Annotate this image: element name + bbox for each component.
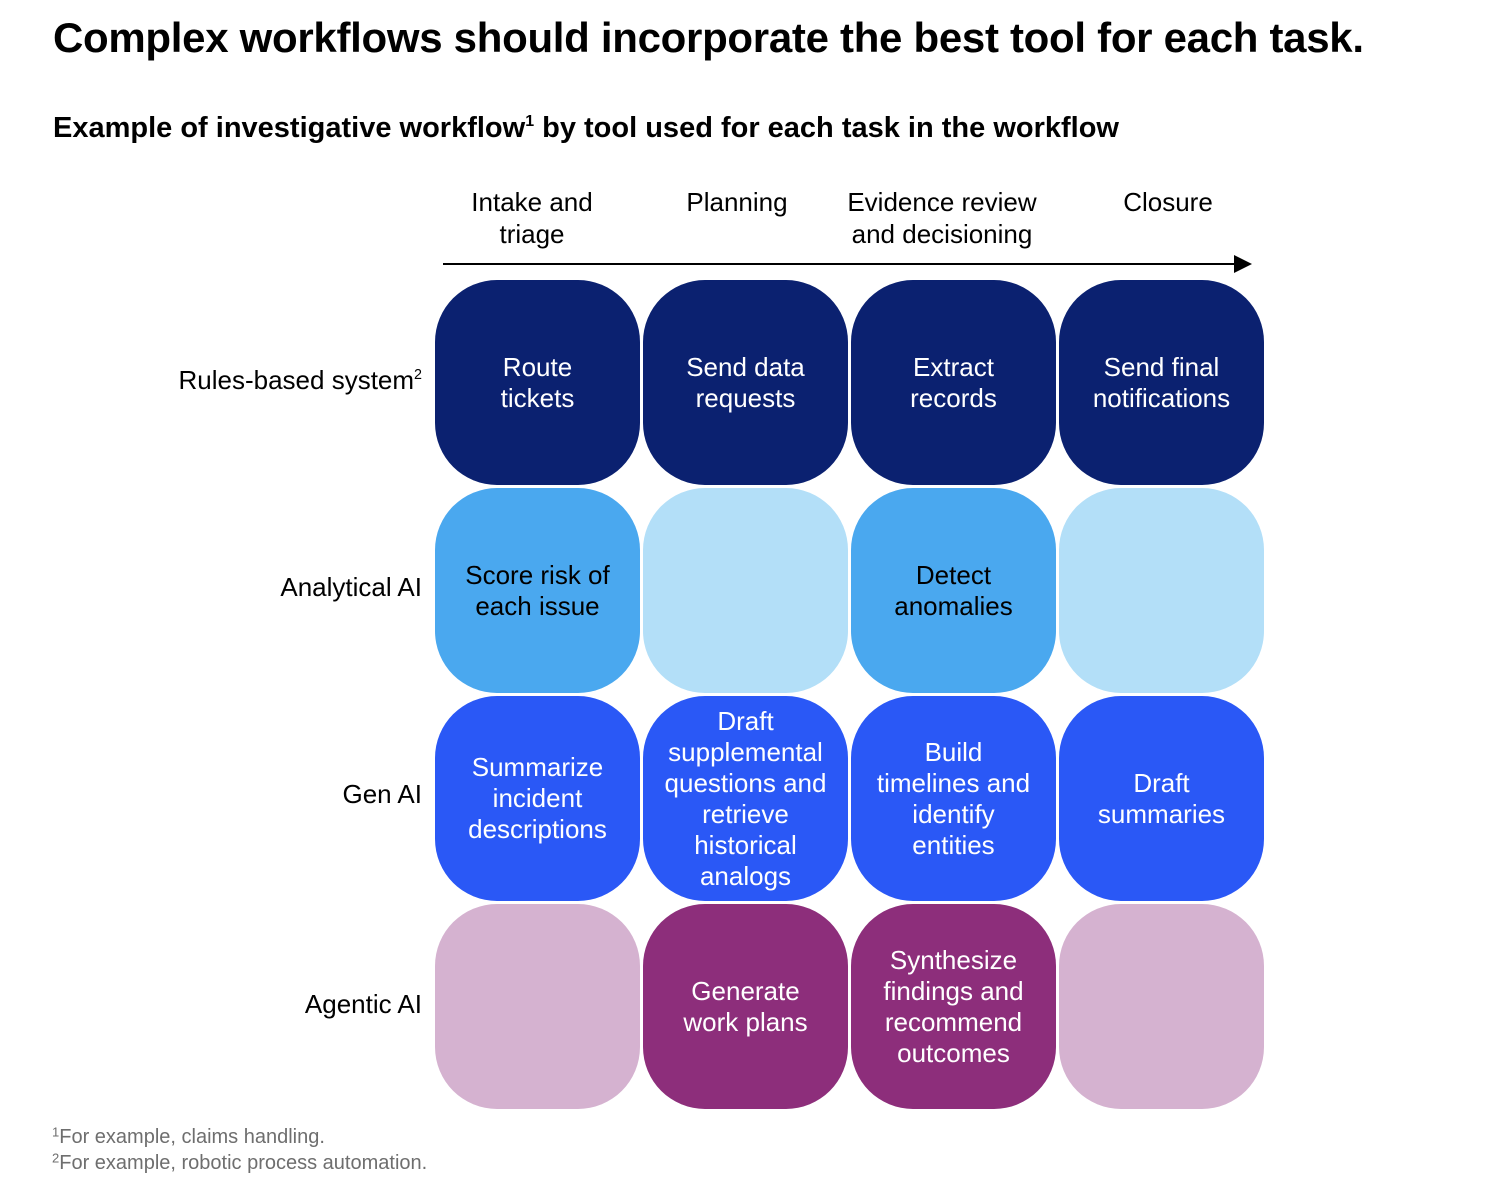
stage-header-evidence-review: Evidence review and decisioning — [847, 187, 1037, 249]
task-label: Generate work plans — [683, 975, 808, 1037]
task-label: Draft summaries — [1097, 767, 1226, 829]
workflow-arrow-line — [443, 263, 1239, 265]
task-cell: Route tickets — [435, 280, 640, 485]
row-label-text: Analytical AI — [280, 572, 422, 602]
row-label-agentic-ai: Agentic AI — [60, 988, 422, 1020]
row-label-footnote-ref: 2 — [414, 367, 422, 383]
row-label-text: Rules-based system — [178, 365, 415, 395]
task-cell: Build timelines and identify entities — [851, 696, 1056, 901]
task-cell: Send data requests — [643, 280, 848, 485]
task-cell: Summarize incident descriptions — [435, 696, 640, 901]
stage-header-closure: Closure — [1123, 187, 1213, 217]
task-label: Synthesize findings and recommend outcom… — [883, 944, 1024, 1068]
task-label: Draft supplemental questions and retriev… — [664, 705, 827, 891]
task-cell: Synthesize findings and recommend outcom… — [851, 904, 1056, 1109]
task-cell: Score risk of each issue — [435, 488, 640, 693]
task-label: Route tickets — [500, 351, 575, 413]
empty-task-cell — [1059, 904, 1264, 1109]
task-cell: Detect anomalies — [851, 488, 1056, 693]
row-label-rules-based-system: Rules-based system2 — [60, 364, 423, 396]
task-cell: Draft summaries — [1059, 696, 1264, 901]
task-cell: Draft supplemental questions and retriev… — [643, 696, 848, 901]
workflow-arrow-head-icon — [1234, 255, 1252, 273]
footnotes: 1For example, claims handling. 2For exam… — [52, 1124, 427, 1176]
task-label: Detect anomalies — [894, 559, 1013, 621]
empty-task-cell — [643, 488, 848, 693]
chart-subtitle: Example of investigative workflow1 by to… — [53, 112, 1119, 145]
footnote-1: 1For example, claims handling. — [52, 1124, 325, 1149]
row-label-analytical-ai: Analytical AI — [60, 571, 422, 603]
footnote-2: 2For example, robotic process automation… — [52, 1150, 428, 1175]
task-label: Score risk of each issue — [465, 559, 610, 621]
task-label: Send data requests — [686, 351, 805, 413]
task-cell: Generate work plans — [643, 904, 848, 1109]
task-label: Send final notifications — [1092, 351, 1231, 413]
task-cell: Extract records — [851, 280, 1056, 485]
subtitle-rest: by tool used for each task in the workfl… — [534, 112, 1119, 144]
subtitle-footnote-ref: 1 — [525, 112, 535, 130]
row-label-text: Gen AI — [342, 779, 423, 809]
stage-header-planning: Planning — [686, 187, 788, 217]
task-label: Extract records — [910, 351, 997, 413]
page-title: Complex workflows should incorporate the… — [53, 14, 1364, 61]
row-label-gen-ai: Gen AI — [60, 778, 423, 810]
row-label-text: Agentic AI — [304, 989, 422, 1019]
task-cell: Send final notifications — [1059, 280, 1264, 485]
task-label: Summarize incident descriptions — [468, 752, 607, 844]
stage-header-intake: Intake and triage — [471, 187, 593, 249]
subtitle-text: Example of investigative workflow — [53, 112, 526, 144]
empty-task-cell — [435, 904, 640, 1109]
task-label: Build timelines and identify entities — [876, 736, 1031, 860]
empty-task-cell — [1059, 488, 1264, 693]
